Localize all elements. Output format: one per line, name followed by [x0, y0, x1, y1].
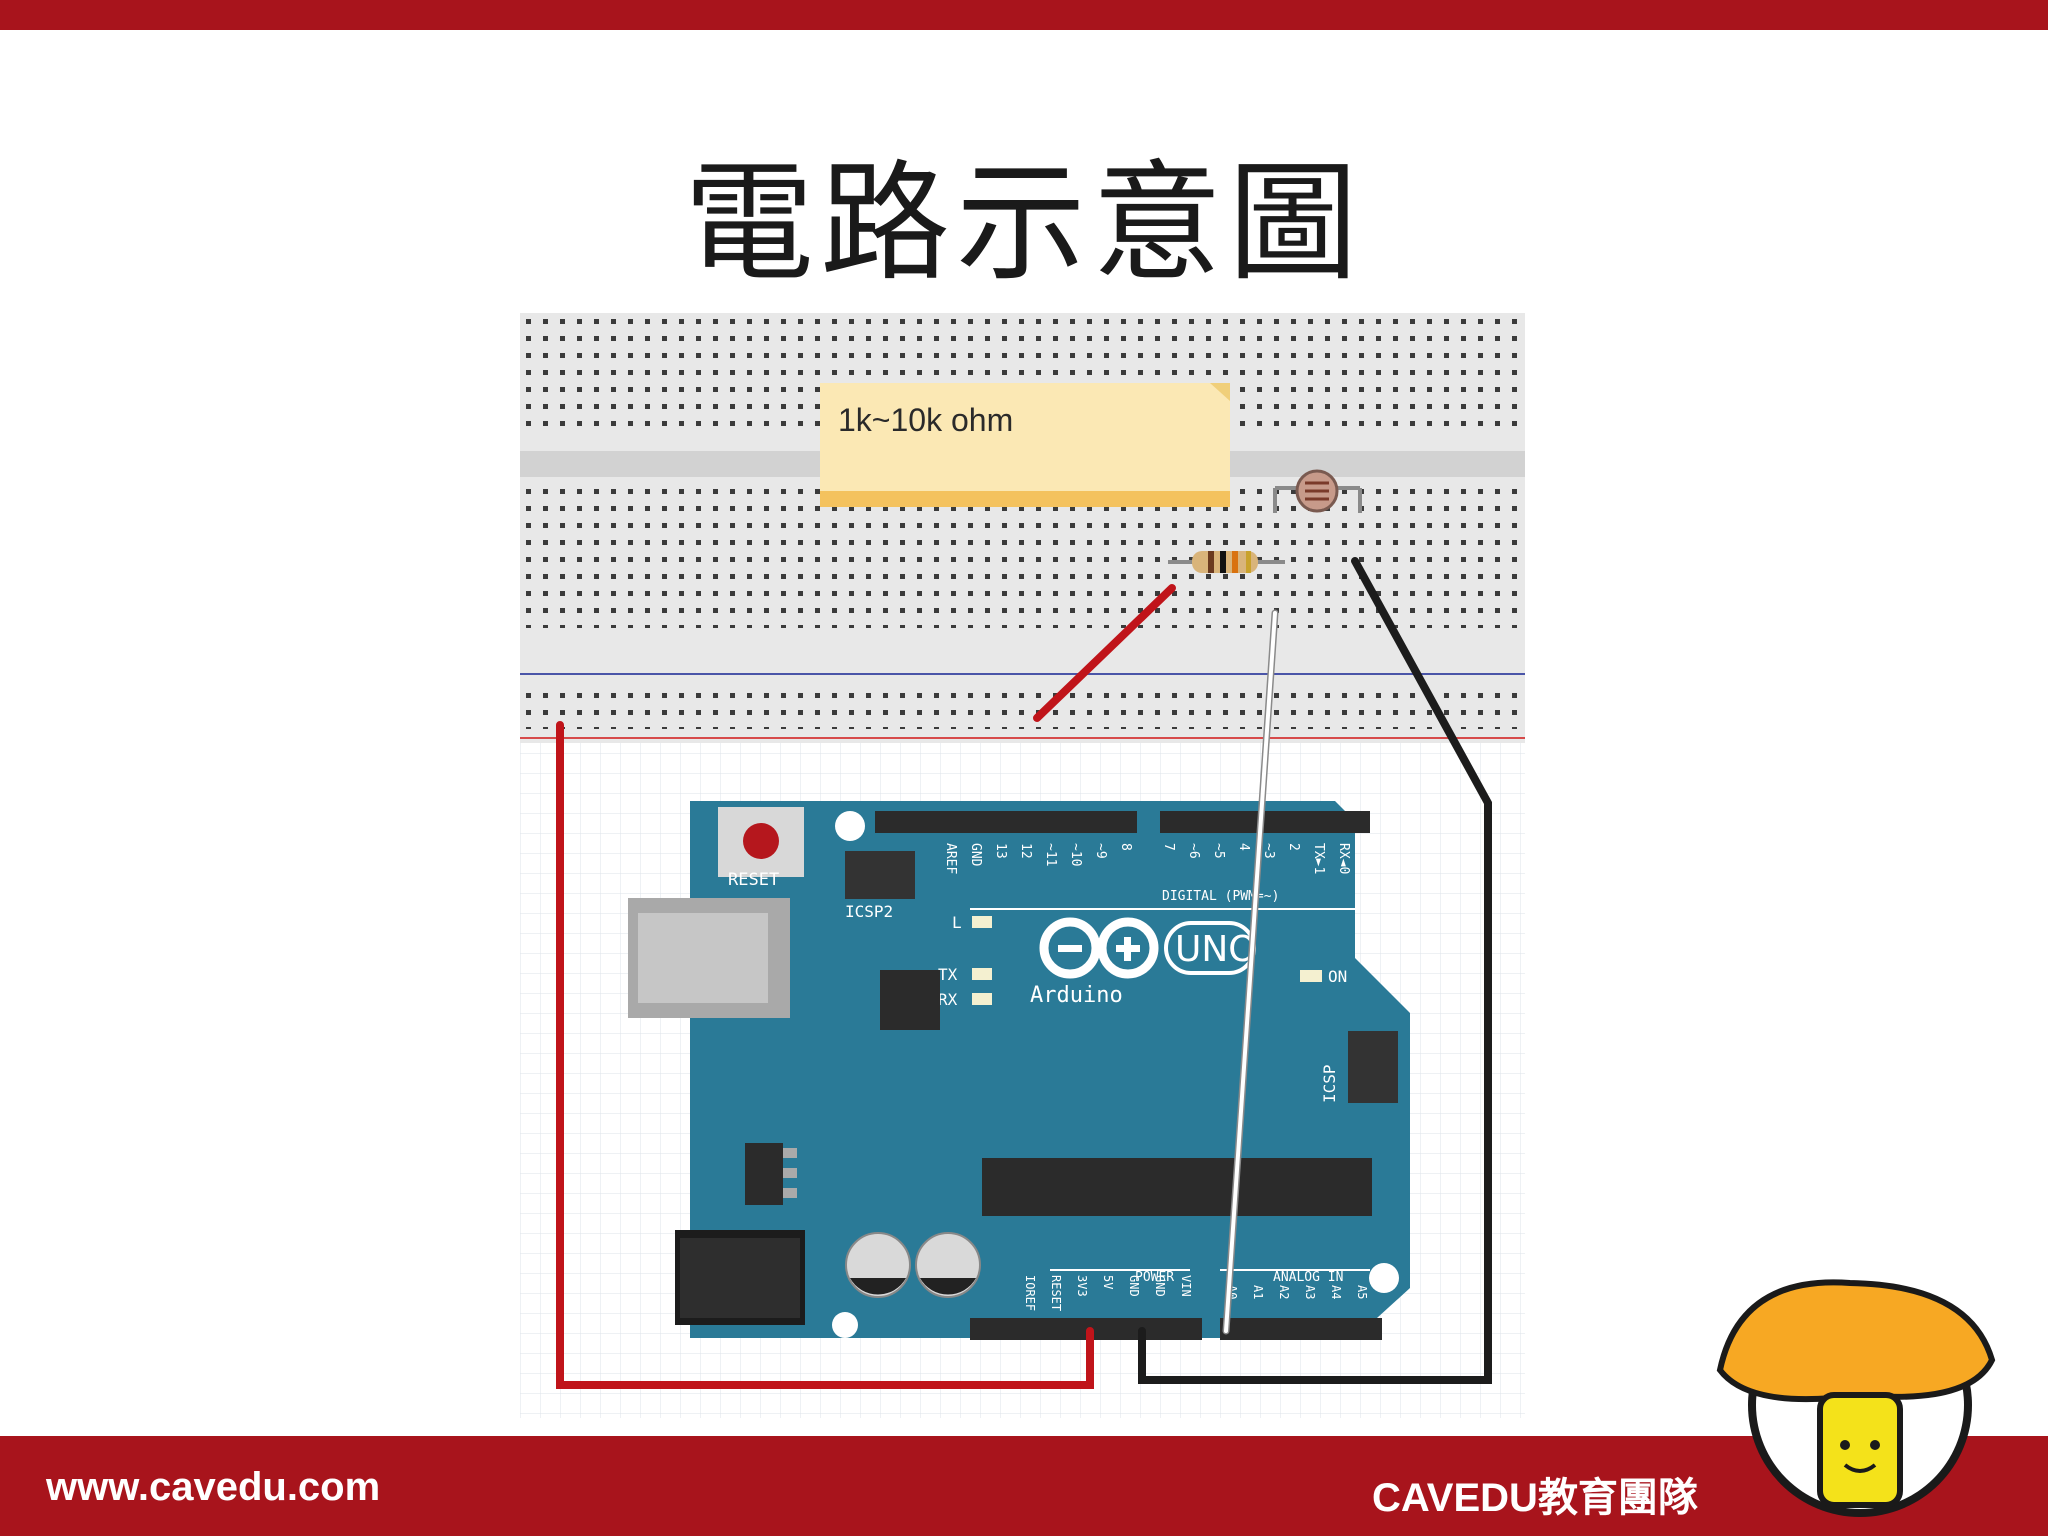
red-wire-rail — [1033, 584, 1176, 722]
power-pin-labels: IOREF RESET 3V3 5V GND GND VIN — [1023, 1275, 1193, 1311]
slide-title: 電路示意圖 — [683, 147, 1364, 299]
pin-label-3: ~3 — [1261, 843, 1276, 859]
led-tx-label: TX — [938, 965, 958, 984]
pin-label-7: 7 — [1161, 843, 1176, 851]
pin-label-9: ~9 — [1093, 843, 1108, 859]
analog-pin-a1: A1 — [1251, 1285, 1265, 1299]
arduino-uno-board: RESET ICSP2 AREF GND 13 12 ~11 ~10 ~9 8 … — [628, 801, 1410, 1340]
pin-label-11: ~11 — [1043, 843, 1058, 866]
cavedu-logo — [1716, 1279, 1996, 1517]
pin-label-5: ~5 — [1211, 843, 1226, 859]
resistor — [1168, 551, 1285, 573]
icsp2-label: ICSP2 — [845, 902, 893, 921]
pin-label-gnd: GND — [968, 843, 983, 867]
power-pin-gnd2: GND — [1153, 1275, 1167, 1297]
pin-label-aref: AREF — [943, 843, 958, 874]
analog-pin-a2: A2 — [1277, 1285, 1291, 1299]
breadboard — [520, 313, 1525, 743]
footer-website-link[interactable]: www.cavedu.com — [46, 1465, 381, 1509]
pin-label-4: 4 — [1236, 843, 1251, 851]
resistor-note: 1k~10k ohm — [820, 383, 1230, 507]
power-pin-vin: VIN — [1179, 1275, 1193, 1297]
top-accent-bar — [0, 0, 2048, 30]
analog-pin-a3: A3 — [1303, 1285, 1317, 1299]
analog-pin-a4: A4 — [1329, 1285, 1343, 1299]
red-wire-5v — [556, 721, 1094, 1389]
power-pin-3v3: 3V3 — [1075, 1275, 1089, 1297]
model-name: UNO — [1175, 929, 1257, 970]
black-wire-gnd — [1138, 557, 1492, 1384]
led-on-label: ON — [1328, 967, 1347, 986]
photoresistor — [1273, 469, 1362, 513]
led-rx-label: RX — [938, 990, 958, 1009]
digital-label: DIGITAL (PWM=~) — [1162, 889, 1279, 904]
led-l-label: L — [952, 913, 962, 932]
circuit-diagram: 1k~10k ohm RESET ICSP2 — [520, 313, 1525, 1418]
power-pin-5v: 5V — [1101, 1275, 1115, 1289]
icsp-label: ICSP — [1320, 1064, 1339, 1103]
pin-label-tx1: TX►1 — [1311, 843, 1326, 874]
power-pin-ioref: IOREF — [1023, 1275, 1037, 1311]
analog-pin-a5: A5 — [1355, 1285, 1369, 1299]
analog-label: ANALOG IN — [1273, 1270, 1343, 1285]
footer-bar — [0, 1436, 2048, 1536]
wires — [556, 557, 1492, 1389]
pin-label-10: ~10 — [1068, 843, 1083, 866]
analog-pin-labels: A0 A1 A2 A3 A4 A5 — [1225, 1285, 1369, 1299]
pin-label-13: 13 — [993, 843, 1008, 859]
pin-label-rx0: RX◄0 — [1336, 843, 1351, 874]
pin-label-2: 2 — [1286, 843, 1301, 851]
power-label: POWER — [1135, 1270, 1174, 1285]
brand-name: Arduino — [1030, 983, 1123, 1008]
pin-label-6: ~6 — [1186, 843, 1201, 859]
pin-label-12: 12 — [1018, 843, 1033, 859]
arduino-logo — [1039, 917, 1159, 979]
pin-label-8: 8 — [1118, 843, 1133, 851]
white-wire-a0-core — [1224, 611, 1277, 1333]
power-pin-reset: RESET — [1049, 1275, 1063, 1311]
reset-label: RESET — [728, 870, 779, 890]
power-pin-gnd1: GND — [1127, 1275, 1141, 1297]
digital-pin-labels: AREF GND 13 12 ~11 ~10 ~9 8 7 ~6 ~5 4 ~3… — [943, 843, 1351, 874]
footer-team-name: CAVEDU教育團隊 — [1372, 1476, 1698, 1520]
note-text: 1k~10k ohm — [838, 402, 1013, 438]
